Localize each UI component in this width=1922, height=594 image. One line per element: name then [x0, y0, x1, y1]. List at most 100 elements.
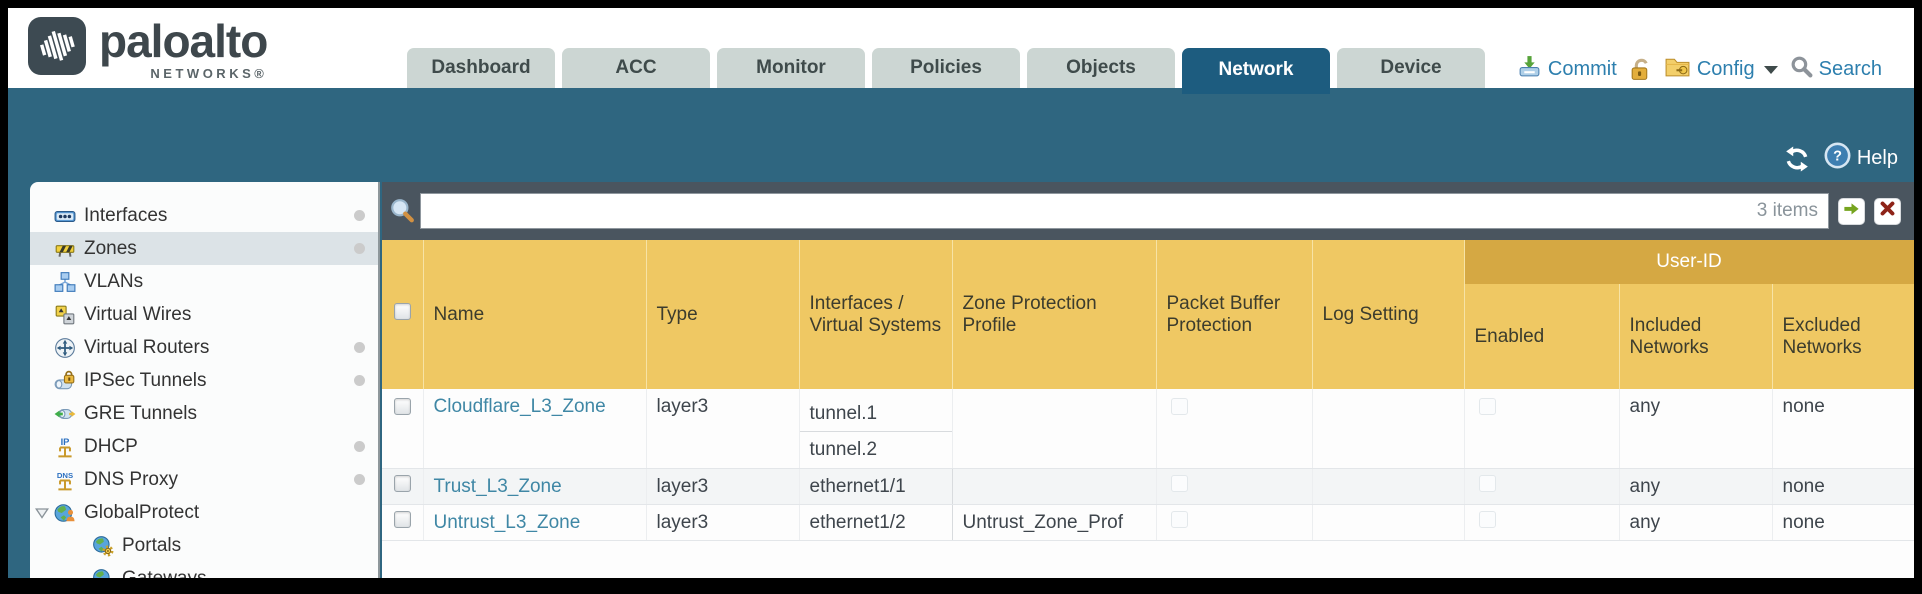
- sidebar-item-gre-tunnels[interactable]: GRE Tunnels: [30, 397, 378, 430]
- sidebar-item-dns-proxy[interactable]: DNS DNS Proxy: [30, 463, 378, 496]
- app-window: paloalto NETWORKS® Dashboard ACC Monitor…: [8, 8, 1914, 578]
- zone-name-cell: Cloudflare_L3_Zone: [423, 389, 647, 469]
- config-icon: [1664, 54, 1691, 85]
- apply-filter-button[interactable]: [1838, 197, 1865, 225]
- zone-name-link[interactable]: Trust_L3_Zone: [433, 475, 562, 497]
- chevron-down-icon: [1763, 65, 1778, 74]
- tab-dashboard[interactable]: Dashboard: [407, 48, 555, 88]
- filter-input[interactable]: [421, 194, 1757, 228]
- zone-name-link[interactable]: Untrust_L3_Zone: [433, 511, 581, 533]
- sidebar-item-gateways[interactable]: Gateways: [30, 562, 378, 578]
- content-area: Interfaces Zones: [8, 182, 1914, 578]
- zone-type-cell: layer3: [646, 504, 800, 541]
- network-sidebar: Interfaces Zones: [30, 182, 380, 578]
- packet-buffer-checkbox[interactable]: [1170, 511, 1188, 528]
- zone-type-cell: layer3: [646, 468, 800, 505]
- column-header-log-setting[interactable]: Log Setting: [1312, 240, 1465, 389]
- sidebar-item-vlans[interactable]: VLANs: [30, 265, 378, 298]
- column-header-included-networks[interactable]: Included Networks: [1619, 284, 1773, 389]
- user-id-enabled-checkbox[interactable]: [1478, 511, 1496, 528]
- row-checkbox[interactable]: [393, 511, 411, 528]
- interface-entry: tunnel.2: [809, 439, 878, 460]
- zones-icon: [54, 238, 76, 260]
- band-right-controls: ? Help: [1784, 142, 1898, 175]
- pending-change-dot: [354, 375, 365, 386]
- zone-type-cell: layer3: [646, 389, 800, 469]
- select-all-checkbox[interactable]: [393, 303, 411, 320]
- red-x-icon: [1879, 200, 1896, 222]
- tab-policies[interactable]: Policies: [872, 48, 1020, 88]
- search-icon: [1790, 55, 1813, 84]
- sidebar-item-virtual-wires[interactable]: Virtual Wires: [30, 298, 378, 331]
- logo-text-block: paloalto NETWORKS®: [99, 17, 268, 81]
- sidebar-item-label: Virtual Wires: [84, 303, 192, 325]
- user-id-enabled-cell: [1464, 504, 1620, 541]
- search-button[interactable]: Search: [1790, 55, 1882, 84]
- table-header-row-top: Name Type Interfaces / Virtual Systems Z…: [382, 240, 1914, 389]
- column-header-packet-buffer-protection[interactable]: Packet Buffer Protection: [1156, 240, 1313, 389]
- column-group-user-id: User-ID: [1463, 240, 1914, 284]
- sidebar-item-globalprotect[interactable]: GlobalProtect: [30, 496, 378, 529]
- column-header-excluded-networks[interactable]: Excluded Networks: [1772, 284, 1914, 389]
- pending-change-dot: [354, 342, 365, 353]
- tab-device[interactable]: Device: [1337, 48, 1485, 88]
- column-header-type[interactable]: Type: [646, 240, 800, 389]
- column-header-name[interactable]: Name: [423, 240, 647, 389]
- sidebar-item-label: IPSec Tunnels: [84, 369, 207, 391]
- dns-proxy-icon: DNS: [54, 469, 76, 491]
- teal-band: ? Help: [8, 88, 1914, 182]
- header-utilities: Commit Config: [1517, 54, 1882, 85]
- tab-network[interactable]: Network: [1182, 48, 1330, 94]
- row-checkbox[interactable]: [393, 398, 411, 415]
- sidebar-item-portals[interactable]: Portals: [30, 529, 378, 562]
- zone-protection-profile-cell: [952, 468, 1157, 505]
- zone-interfaces-cell: ethernet1/1: [799, 468, 953, 505]
- help-icon: ?: [1824, 142, 1851, 175]
- expand-collapse-triangle-icon[interactable]: [34, 505, 50, 521]
- sidebar-item-label: Gateways: [122, 567, 207, 579]
- help-button[interactable]: ? Help: [1824, 142, 1898, 175]
- row-checkbox[interactable]: [393, 475, 411, 492]
- column-header-zone-protection-profile[interactable]: Zone Protection Profile: [952, 240, 1157, 389]
- virtual-wires-icon: [54, 304, 76, 326]
- clear-filter-button[interactable]: [1874, 197, 1901, 225]
- logo-networks-label: NETWORKS®: [150, 66, 268, 81]
- sidebar-item-virtual-routers[interactable]: Virtual Routers: [30, 331, 378, 364]
- excluded-networks-cell: none: [1772, 389, 1914, 469]
- sidebar-item-interfaces[interactable]: Interfaces: [30, 199, 378, 232]
- column-header-interfaces[interactable]: Interfaces / Virtual Systems: [799, 240, 953, 389]
- pending-change-dot: [354, 441, 365, 452]
- tab-objects[interactable]: Objects: [1027, 48, 1175, 88]
- zone-name-link[interactable]: Cloudflare_L3_Zone: [433, 396, 606, 417]
- row-select-cell: [382, 389, 424, 469]
- packet-buffer-checkbox[interactable]: [1170, 398, 1188, 415]
- globalprotect-icon: [54, 502, 76, 524]
- column-header-enabled[interactable]: Enabled: [1464, 284, 1620, 389]
- sidebar-item-label: DHCP: [84, 435, 138, 457]
- sidebar-item-dhcp[interactable]: IP DHCP: [30, 430, 378, 463]
- tab-monitor[interactable]: Monitor: [717, 48, 865, 88]
- included-networks-cell: any: [1619, 504, 1773, 541]
- packet-buffer-checkbox[interactable]: [1170, 475, 1188, 492]
- tab-acc[interactable]: ACC: [562, 48, 710, 88]
- config-dropdown[interactable]: Config: [1664, 54, 1778, 85]
- pending-change-dot: [354, 474, 365, 485]
- log-setting-cell: [1312, 389, 1465, 469]
- sidebar-item-zones[interactable]: Zones: [30, 232, 378, 265]
- lock-unlocked-icon[interactable]: [1629, 57, 1652, 82]
- included-networks-cell: any: [1619, 468, 1773, 505]
- user-id-enabled-checkbox[interactable]: [1478, 475, 1496, 492]
- pending-change-dot: [354, 210, 365, 221]
- dhcp-icon: IP: [54, 436, 76, 458]
- excluded-networks-cell: none: [1772, 504, 1914, 541]
- packet-buffer-protection-cell: [1156, 389, 1313, 469]
- green-arrow-icon: [1842, 199, 1861, 223]
- gre-tunnels-icon: [54, 403, 76, 425]
- sidebar-item-label: VLANs: [84, 270, 144, 292]
- refresh-icon[interactable]: [1784, 146, 1810, 172]
- row-select-cell: [382, 468, 424, 505]
- svg-text:?: ?: [1833, 149, 1842, 165]
- commit-button[interactable]: Commit: [1517, 54, 1617, 85]
- sidebar-item-ipsec-tunnels[interactable]: IPSec Tunnels: [30, 364, 378, 397]
- user-id-enabled-checkbox[interactable]: [1478, 398, 1496, 415]
